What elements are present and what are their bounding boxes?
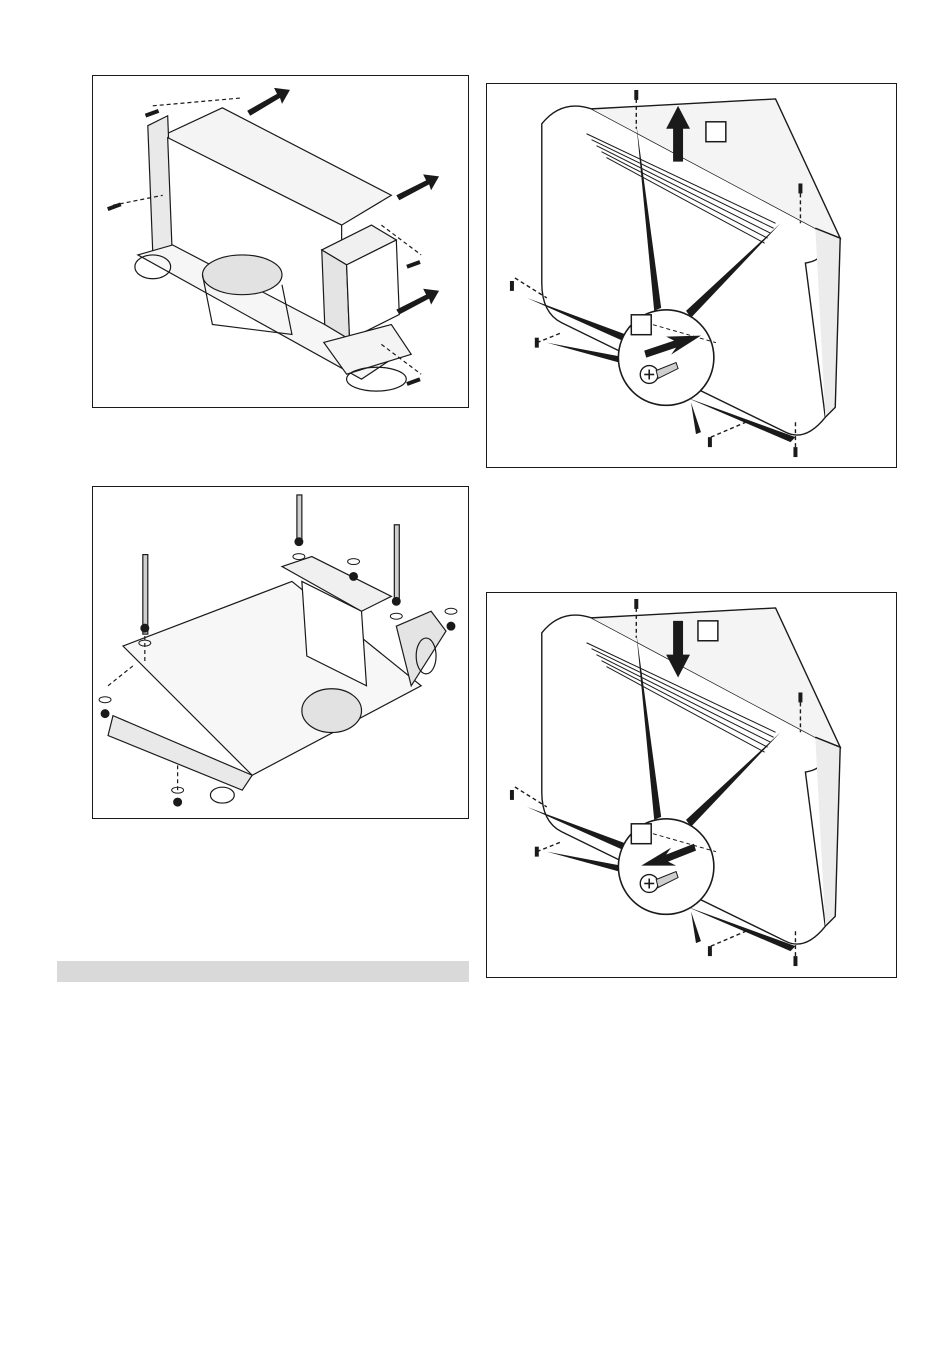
threaded-rod	[394, 525, 399, 600]
cabinet-fitting-drawing	[487, 593, 896, 977]
screw-icon	[798, 692, 802, 702]
washer-icon	[348, 559, 360, 565]
nut-icon	[101, 710, 109, 718]
screw-icon	[535, 847, 539, 857]
screw-icon	[634, 599, 638, 609]
threaded-rod	[297, 495, 302, 540]
washer-icon	[390, 613, 402, 619]
screw-icon	[634, 90, 638, 100]
step-box-2	[631, 824, 651, 844]
figure-cabinet-fitting	[486, 592, 897, 978]
screw-icon	[510, 281, 514, 291]
figure-cabinet-removal	[486, 83, 897, 468]
screw-icon	[708, 946, 712, 956]
figure-unit-frame	[92, 75, 469, 408]
nut-icon	[174, 798, 182, 806]
threaded-rod	[143, 555, 148, 635]
screw-icon	[406, 260, 420, 268]
figure-ceiling-mount	[92, 486, 469, 819]
screw-icon	[793, 447, 797, 457]
washer-icon	[99, 697, 111, 703]
screw-icon	[510, 790, 514, 800]
section-heading-bar	[57, 961, 469, 982]
step-box-1	[698, 621, 718, 641]
step-box-2	[631, 315, 651, 335]
nut-icon	[447, 622, 455, 630]
step-box-1	[706, 122, 726, 142]
screw-icon	[107, 202, 121, 210]
screw-icon	[708, 437, 712, 447]
screw-icon	[406, 377, 420, 385]
ceiling-mount-drawing	[93, 487, 468, 818]
nut-icon	[141, 624, 149, 632]
screw-icon	[145, 109, 159, 117]
washer-icon	[445, 608, 457, 614]
cabinet-removal-drawing	[487, 84, 896, 467]
washer-icon	[293, 554, 305, 560]
nut-icon	[295, 538, 303, 546]
screw-icon	[535, 338, 539, 348]
unit-frame-drawing	[93, 76, 468, 407]
nut-icon	[350, 572, 358, 580]
nut-icon	[392, 597, 400, 605]
screw-icon	[798, 183, 802, 193]
screw-icon	[793, 956, 797, 966]
